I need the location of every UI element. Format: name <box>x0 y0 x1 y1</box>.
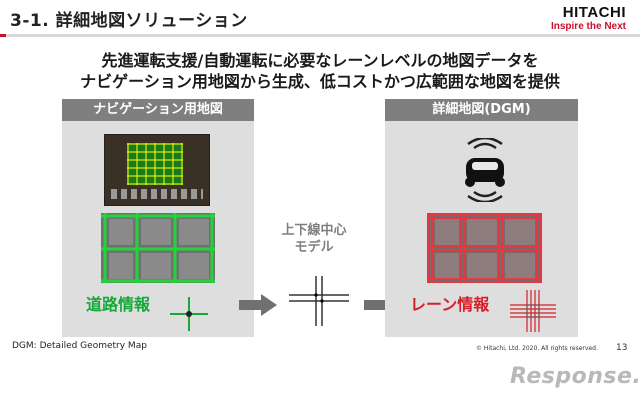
road-info-label: 道路情報 <box>86 295 151 314</box>
lane-network-graphic <box>427 213 542 283</box>
two-way-centerline-icon <box>289 276 349 326</box>
navigation-screen-image <box>127 143 183 185</box>
road-network-graphic <box>101 213 215 283</box>
lane-info-label: レーン情報 <box>410 295 490 314</box>
headline-line-1: 先進運転支援/自動運転に必要なレーンレベルの地図データを <box>101 51 539 70</box>
road-centerline-icon <box>170 297 208 331</box>
car-navigation-photo <box>104 134 210 206</box>
centerline-model-label: 上下線中心 モデル <box>272 222 356 256</box>
detailed-map-header: 詳細地図(DGM) <box>385 99 578 121</box>
divider-accent <box>0 34 6 37</box>
dgm-footnote: DGM: Detailed Geometry Map <box>12 341 147 351</box>
centerline-model-line-2: モデル <box>294 240 334 255</box>
arrow-right-icon <box>239 294 277 316</box>
title-divider <box>0 34 640 37</box>
lane-intersection-icon <box>510 290 556 332</box>
centerline-model-line-1: 上下線中心 <box>281 223 347 238</box>
lane-level-map <box>427 213 542 283</box>
logo-wordmark: HITACHI <box>562 4 626 21</box>
navigation-buttons-image <box>111 189 203 199</box>
road-network-map <box>101 213 215 283</box>
logo-tagline: Inspire the Next <box>550 21 626 32</box>
hitachi-logo: HITACHI Inspire the Next <box>551 4 626 32</box>
response-watermark: Response. <box>510 364 640 389</box>
slide-title: 3-1. 詳細地図ソリューション <box>10 11 248 31</box>
car-sensor-icon <box>465 138 505 202</box>
page-number: 13 <box>616 343 628 353</box>
copyright-notice: © Hitachi, Ltd. 2020. All rights reserve… <box>476 345 598 352</box>
headline-line-2: ナビゲーション用地図から生成、低コストかつ広範囲な地図を提供 <box>80 72 560 91</box>
navigation-map-header: ナビゲーション用地図 <box>62 99 254 121</box>
